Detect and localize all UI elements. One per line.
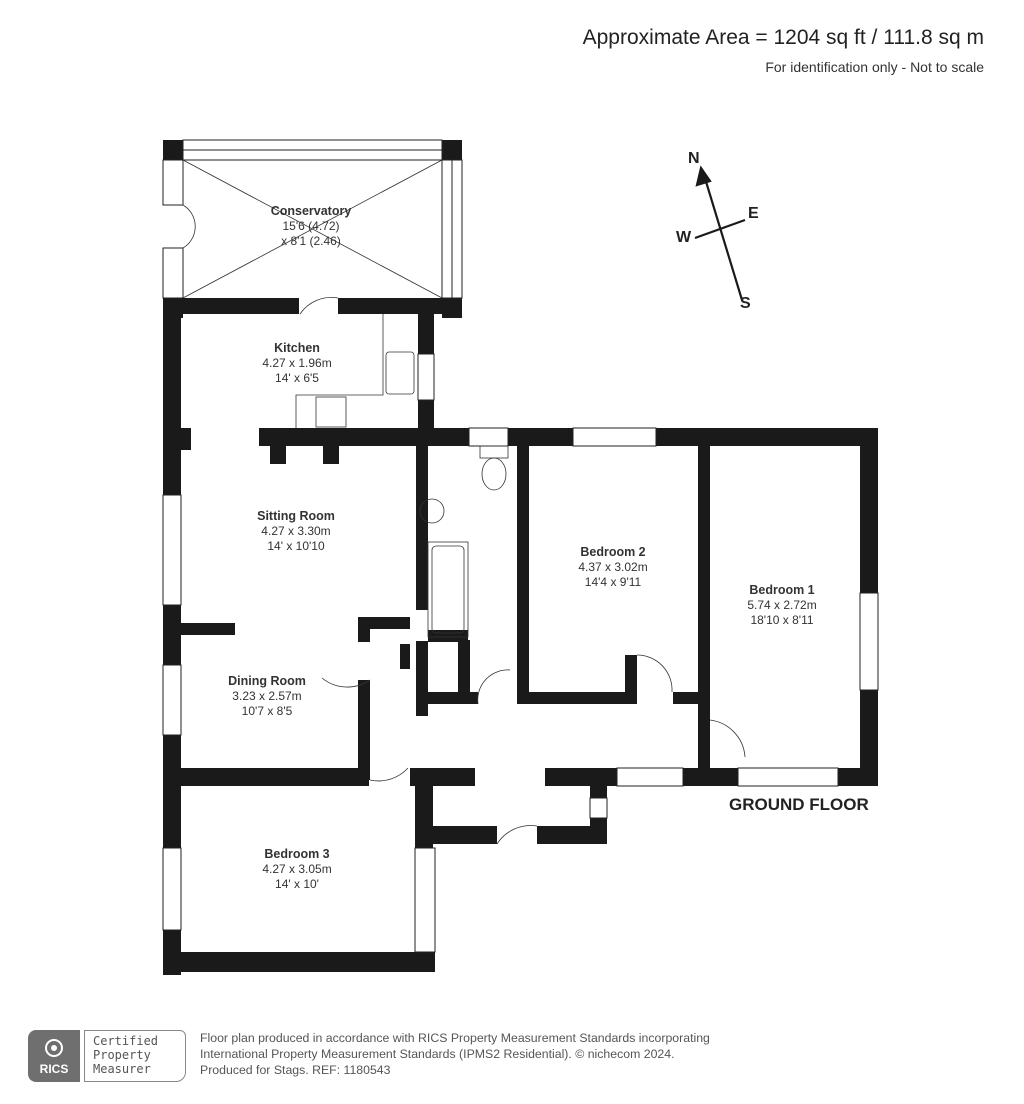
certified-measurer-box: Certified Property Measurer	[84, 1030, 186, 1082]
rics-label: RICS	[39, 1062, 69, 1076]
compass-south: S	[740, 295, 751, 312]
footer-line: Floor plan produced in accordance with R…	[200, 1031, 710, 1045]
rics-lion-icon	[45, 1039, 63, 1057]
room-dim-1: 3.23 x 2.57m	[232, 689, 302, 703]
room-bedroom-3: Bedroom 3 4.27 x 3.05m 14' x 10'	[262, 847, 331, 892]
footer-line: International Property Measurement Stand…	[200, 1047, 675, 1061]
room-dim-1: 4.27 x 1.96m	[262, 356, 332, 370]
room-dim-2: 14' x 6'5	[275, 371, 319, 385]
room-dim-2: 14' x 10'10	[267, 539, 325, 553]
room-dim-2: 14' x 10'	[275, 877, 319, 891]
room-dim-1: 15'6 (4.72)	[282, 219, 340, 233]
disclaimer: For identification only - Not to scale	[765, 59, 984, 75]
room-name: Kitchen	[274, 341, 320, 355]
room-name: Conservatory	[270, 204, 352, 218]
room-dim-1: 4.27 x 3.05m	[262, 862, 332, 876]
compass-north: N	[688, 150, 700, 167]
room-dim-1: 4.27 x 3.30m	[261, 524, 331, 538]
room-kitchen: Kitchen 4.27 x 1.96m 14' x 6'5	[262, 341, 331, 386]
approximate-area: Approximate Area = 1204 sq ft / 111.8 sq…	[582, 26, 984, 49]
cert-line: Certified	[93, 1034, 159, 1048]
room-dim-1: 5.74 x 2.72m	[747, 598, 817, 612]
room-dim-2: 18'10 x 8'11	[750, 613, 814, 627]
room-name: Bedroom 1	[749, 583, 815, 597]
room-dim-2: x 8'1 (2.46)	[281, 234, 341, 248]
room-name: Bedroom 3	[264, 847, 330, 861]
room-bedroom-1: Bedroom 1 5.74 x 2.72m 18'10 x 8'11	[747, 583, 816, 628]
room-dim-2: 14'4 x 9'11	[584, 575, 642, 589]
footer: RICS Certified Property Measurer Floor p…	[28, 1030, 788, 1085]
room-name: Dining Room	[228, 674, 306, 688]
cert-line: Measurer	[93, 1062, 151, 1076]
room-bedroom-2: Bedroom 2 4.37 x 3.02m 14'4 x 9'11	[578, 545, 647, 590]
room-conservatory: Conservatory 15'6 (4.72) x 8'1 (2.46)	[271, 204, 352, 249]
footer-text: Floor plan produced in accordance with R…	[200, 1030, 710, 1078]
footer-line: Produced for Stags. REF: 1180543	[200, 1063, 391, 1077]
room-dining-room: Dining Room 3.23 x 2.57m 10'7 x 8'5	[228, 674, 306, 719]
compass-west: W	[676, 229, 692, 246]
floor-label: GROUND FLOOR	[729, 795, 869, 814]
room-name: Bedroom 2	[580, 545, 646, 559]
rics-badge: RICS	[28, 1030, 80, 1082]
room-name: Sitting Room	[257, 509, 335, 523]
room-dim-2: 10'7 x 8'5	[241, 704, 293, 718]
cert-line: Property	[93, 1048, 151, 1062]
room-sitting-room: Sitting Room 4.27 x 3.30m 14' x 10'10	[257, 509, 335, 554]
compass-east: E	[748, 205, 759, 222]
room-dim-1: 4.37 x 3.02m	[578, 560, 648, 574]
